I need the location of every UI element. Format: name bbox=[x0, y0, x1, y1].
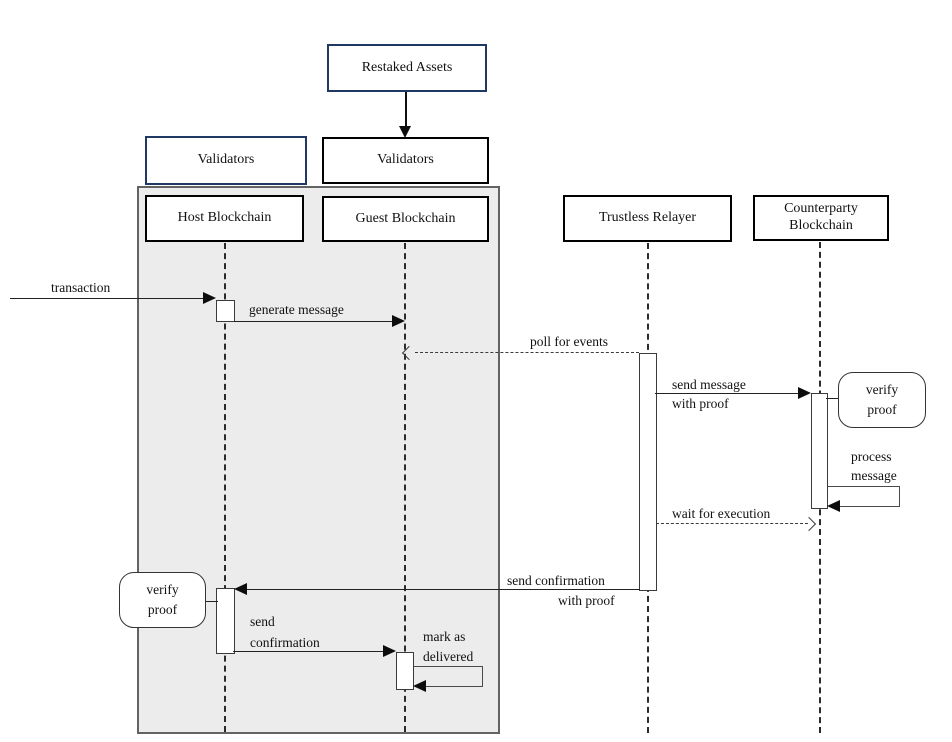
send-confirmation-proof-line bbox=[247, 589, 640, 590]
verify-proof-host-line2: proof bbox=[147, 602, 178, 617]
process-message-arrowhead-icon bbox=[827, 500, 840, 512]
transaction-label: transaction bbox=[51, 280, 111, 295]
send-confirmation-label-line1: send bbox=[250, 614, 275, 629]
process-message-right-line bbox=[899, 486, 900, 507]
restaked-to-validators-line bbox=[405, 92, 407, 127]
mark-as-delivered-arrowhead-icon bbox=[413, 680, 426, 692]
counterparty-label-line2: Blockchain bbox=[789, 218, 853, 233]
process-message-top-line bbox=[826, 486, 900, 487]
wait-for-execution-line bbox=[656, 523, 808, 524]
generate-message-label: generate message bbox=[249, 302, 344, 317]
send-confirmation-arrowhead-icon bbox=[383, 645, 396, 657]
process-message-label-line1: process bbox=[851, 449, 892, 464]
verify-proof-counterparty-line1: verify bbox=[865, 381, 899, 397]
poll-for-events-label: poll for events bbox=[530, 334, 608, 349]
restaked-assets-box: Restaked Assets bbox=[327, 44, 487, 92]
transaction-line bbox=[10, 298, 204, 299]
generate-message-arrowhead-icon bbox=[392, 315, 405, 327]
process-message-bottom-line bbox=[840, 506, 900, 507]
activation-host-2 bbox=[216, 588, 235, 654]
generate-message-line bbox=[234, 321, 393, 322]
validators-right-label: Validators bbox=[377, 152, 434, 168]
validators-right-box: Validators bbox=[322, 137, 489, 184]
verify-proof-counterparty-box: verify proof bbox=[838, 372, 926, 428]
send-confirmation-proof-arrowhead-icon bbox=[234, 583, 247, 595]
host-blockchain-box: Host Blockchain bbox=[145, 195, 304, 242]
host-blockchain-label: Host Blockchain bbox=[177, 210, 272, 226]
guest-blockchain-box: Guest Blockchain bbox=[322, 196, 489, 242]
verify-proof-left-connector bbox=[206, 601, 218, 602]
send-message-arrowhead-icon bbox=[798, 387, 811, 399]
verify-proof-counterparty-line2: proof bbox=[867, 402, 897, 417]
restaked-assets-label: Restaked Assets bbox=[361, 59, 453, 75]
mark-as-delivered-right-line bbox=[482, 666, 483, 687]
wait-for-execution-arrowhead-icon bbox=[801, 516, 817, 532]
wait-for-execution-label: wait for execution bbox=[672, 506, 771, 521]
system-boundary-box bbox=[137, 186, 500, 734]
lifeline-guest-blockchain bbox=[404, 243, 406, 732]
mark-as-delivered-bottom-line bbox=[426, 686, 483, 687]
mark-as-delivered-top-line bbox=[411, 666, 483, 667]
counterparty-blockchain-box: Counterparty Blockchain bbox=[753, 195, 889, 241]
mark-as-delivered-label-line1: mark as bbox=[423, 629, 466, 644]
mark-as-delivered-label-line2: delivered bbox=[423, 649, 474, 664]
validators-left-box: Validators bbox=[145, 136, 307, 185]
send-confirmation-proof-label-line2: with proof bbox=[558, 593, 615, 608]
activation-counterparty bbox=[811, 393, 828, 509]
transaction-arrowhead-icon bbox=[203, 292, 216, 304]
process-message-label-line2: message bbox=[851, 468, 897, 483]
activation-guest bbox=[396, 652, 414, 690]
send-message-label-line1: send message bbox=[672, 377, 746, 392]
arrowhead-down-icon bbox=[399, 126, 411, 138]
validators-left-label: Validators bbox=[197, 152, 255, 168]
send-confirmation-proof-label-line1: send confirmation bbox=[507, 573, 605, 588]
poll-for-events-line bbox=[415, 352, 639, 353]
verify-proof-host-line1: verify bbox=[146, 581, 179, 597]
trustless-relayer-label: Trustless Relayer bbox=[598, 210, 697, 226]
activation-relayer bbox=[639, 353, 657, 591]
verify-proof-right-connector bbox=[826, 398, 838, 399]
send-confirmation-line bbox=[233, 651, 384, 652]
trustless-relayer-box: Trustless Relayer bbox=[563, 195, 732, 242]
counterparty-label-line1: Counterparty bbox=[784, 201, 858, 217]
send-confirmation-label-line2: confirmation bbox=[250, 635, 320, 650]
send-message-line bbox=[655, 393, 798, 394]
verify-proof-host-box: verify proof bbox=[119, 572, 206, 628]
activation-host-1 bbox=[216, 300, 235, 322]
send-message-label-line2: with proof bbox=[672, 396, 729, 411]
lifeline-host-blockchain bbox=[224, 243, 226, 732]
guest-blockchain-label: Guest Blockchain bbox=[355, 210, 456, 226]
